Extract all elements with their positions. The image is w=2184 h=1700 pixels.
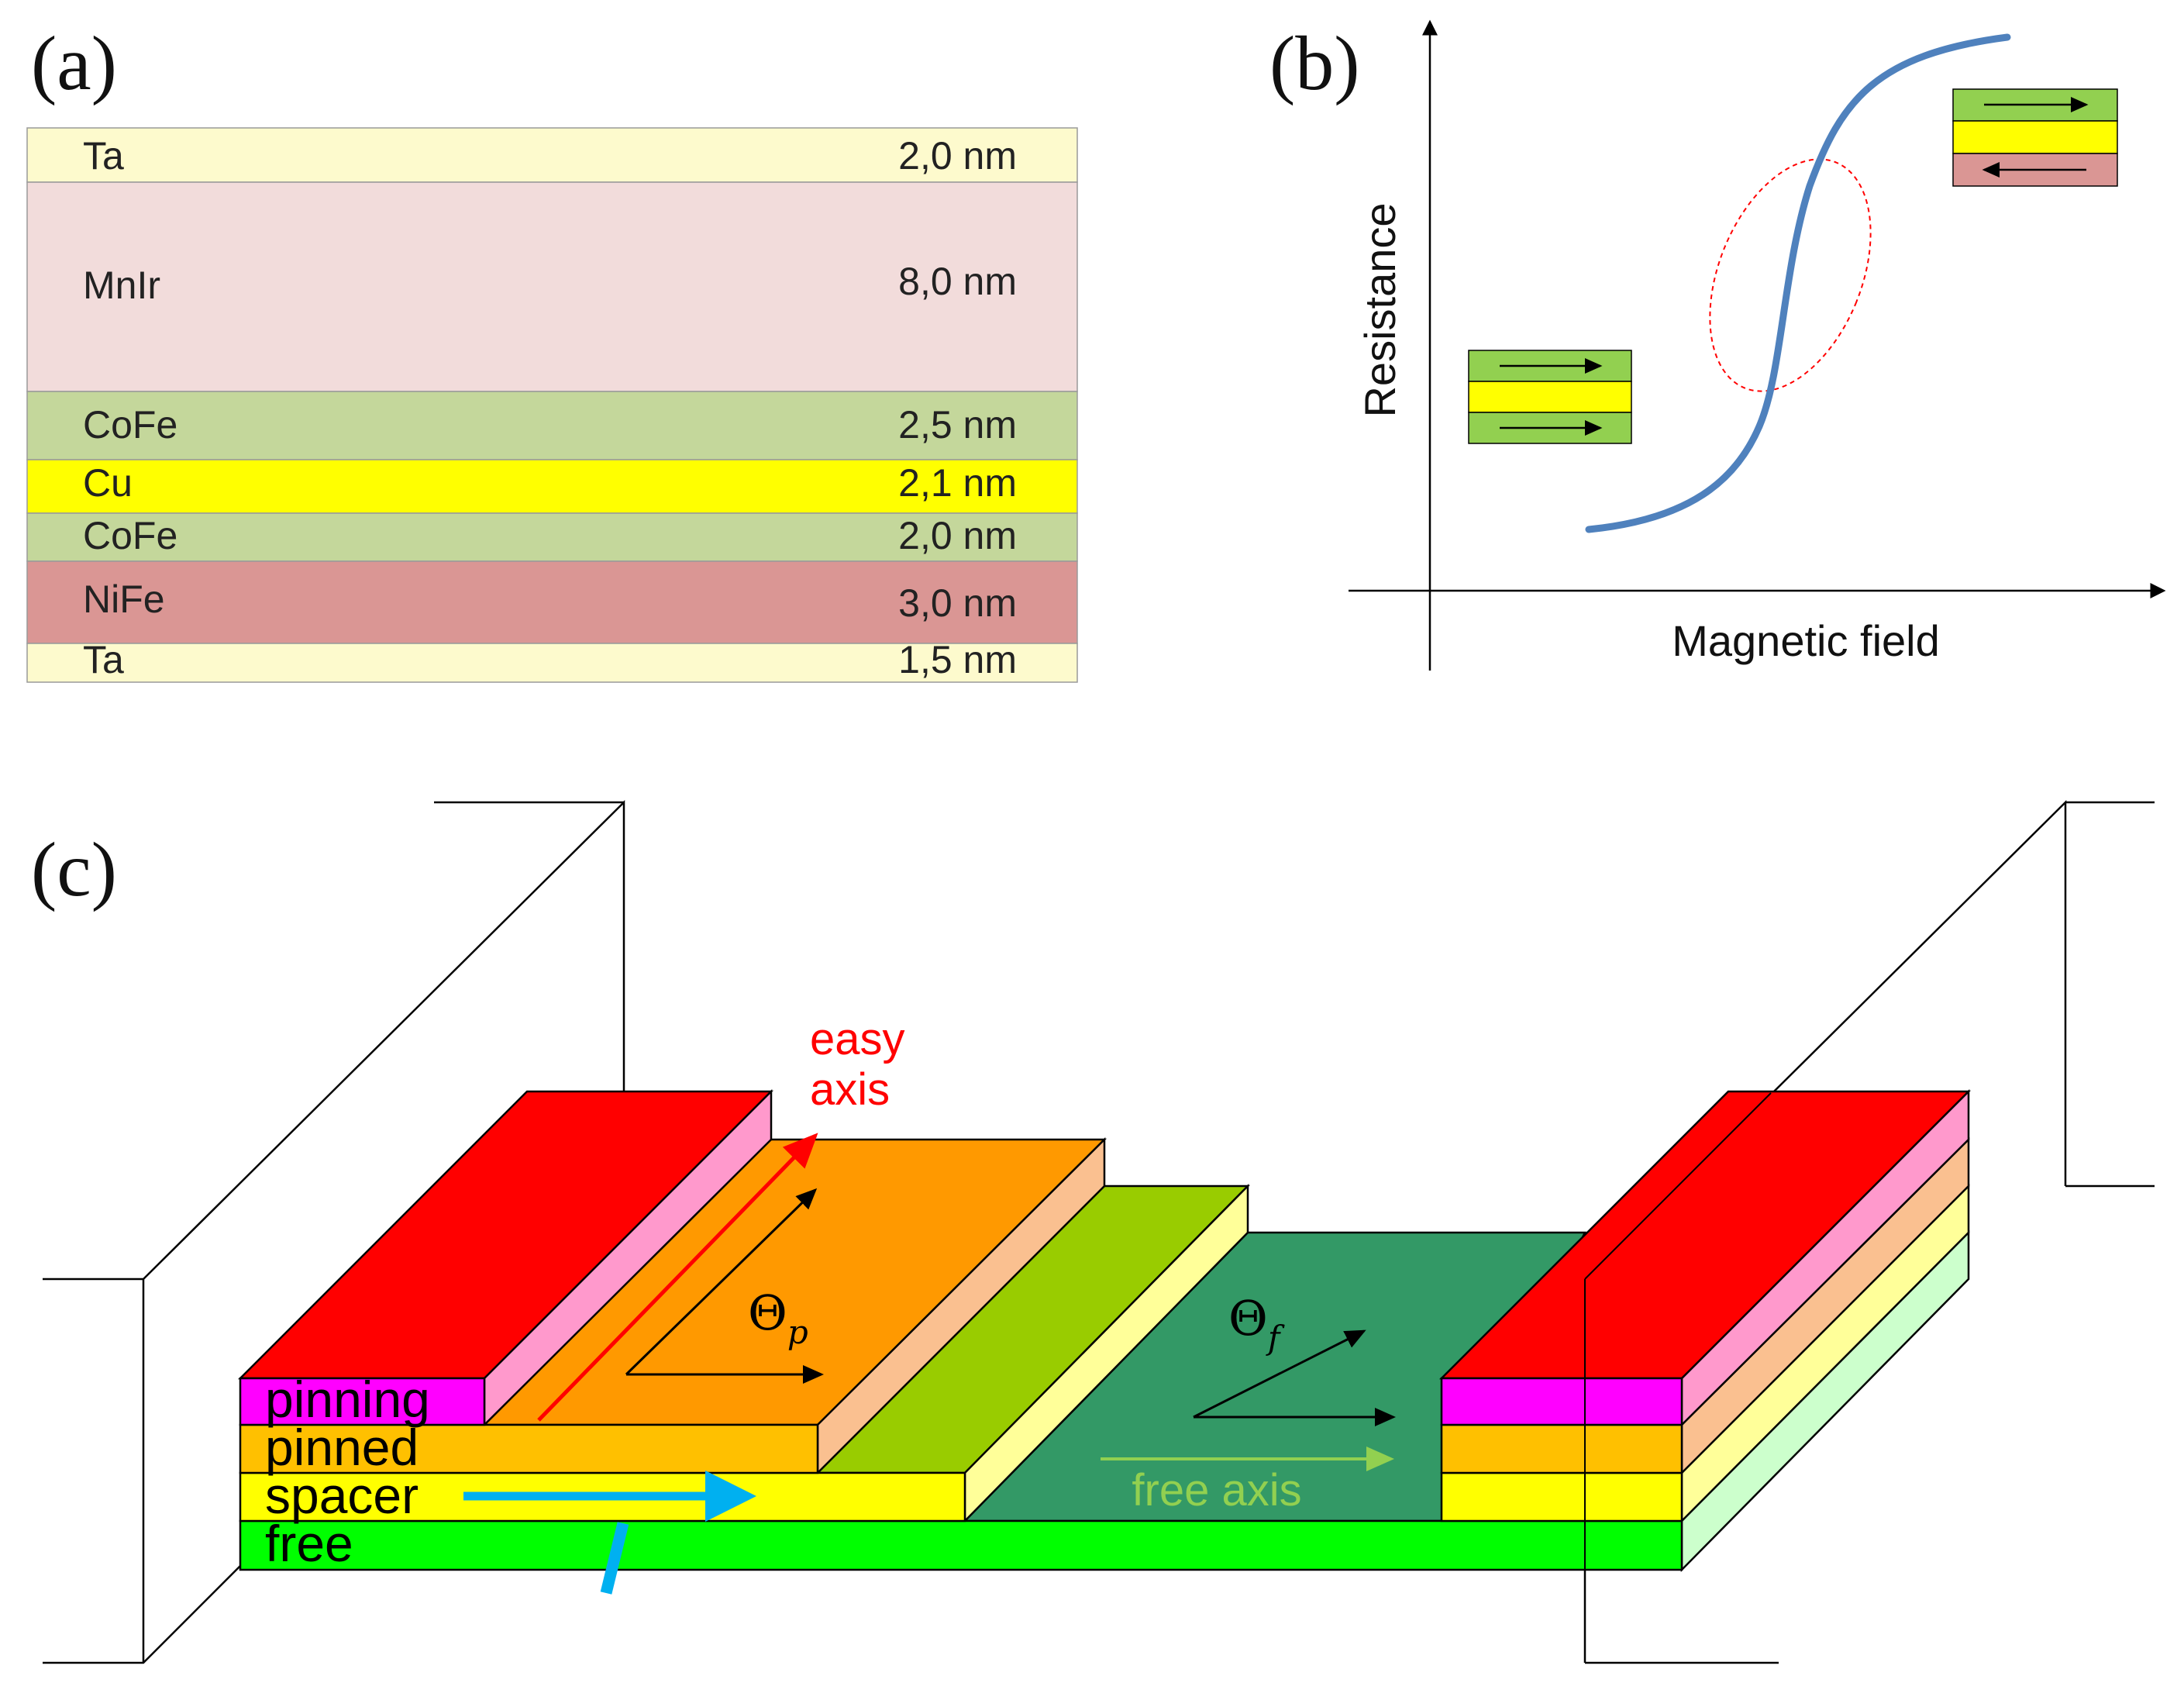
theta-p-label: Θp bbox=[748, 1284, 808, 1351]
y-axis-label: Resistance bbox=[1356, 202, 1404, 417]
panel-label-c: (c) bbox=[31, 826, 117, 912]
easy-axis-label-line2: axis bbox=[810, 1064, 890, 1115]
free-axis-label: free axis bbox=[1132, 1465, 1301, 1516]
stack-layer-material: CoFe bbox=[83, 514, 177, 557]
stack-layer-material: Ta bbox=[83, 638, 124, 681]
antiparallel-state-stack bbox=[1952, 88, 2118, 187]
stack-layer-thickness: 2,0 nm bbox=[898, 514, 1017, 557]
stack-layer-thickness: 2,1 nm bbox=[898, 461, 1017, 505]
stack-layer-row bbox=[26, 391, 1078, 460]
stack-layer-thickness: 8,0 nm bbox=[898, 260, 1017, 303]
x-axis-label: Magnetic field bbox=[1672, 616, 1940, 665]
free-layer-front bbox=[239, 1519, 1683, 1571]
layer-label-spacer: spacer bbox=[265, 1467, 419, 1524]
stack-layer-material: Cu bbox=[83, 461, 133, 505]
plot-axes bbox=[1349, 19, 2166, 671]
left-contact-wall bbox=[43, 799, 625, 1664]
pinning-layer-front bbox=[239, 1377, 486, 1426]
right-spacer-front bbox=[1440, 1471, 1683, 1522]
easy-axis-arrow bbox=[537, 1133, 818, 1422]
panel-label-a: (a) bbox=[31, 20, 117, 106]
stack-layer-thickness: 3,0 nm bbox=[898, 581, 1017, 625]
stack-layer-row bbox=[26, 459, 1078, 514]
stack-layer-thickness: 1,5 nm bbox=[898, 638, 1017, 681]
right-pinning-front bbox=[1440, 1377, 1683, 1426]
stack-layer-material: Ta bbox=[83, 134, 124, 178]
layer-label-pinned: pinned bbox=[265, 1419, 419, 1476]
stack-layer-row bbox=[26, 643, 1078, 683]
layer-stack-table: Ta 2,0 nm MnIr 8,0 nm CoFe 2,5 nm Cu 2,1 nm CoFe… bbox=[26, 127, 1078, 683]
gmr-curve bbox=[1585, 33, 2011, 533]
right-contact-wall bbox=[1583, 799, 2155, 1664]
layer-label-free: free bbox=[265, 1515, 353, 1572]
easy-axis-label-line1: easy bbox=[810, 1014, 905, 1064]
layer-label-pinning: pinning bbox=[265, 1371, 430, 1428]
pinned-layer-front bbox=[239, 1423, 819, 1474]
free-magnetization-arrow bbox=[1193, 1329, 1366, 1419]
stack-layer-row bbox=[26, 181, 1078, 392]
stack-layer-material: MnIr bbox=[83, 264, 160, 307]
panel-label-b: (b) bbox=[1269, 20, 1360, 106]
stack-layer-row bbox=[26, 560, 1078, 644]
hysteresis-loop bbox=[1709, 158, 1872, 392]
stack-layer-thickness: 2,0 nm bbox=[898, 134, 1017, 178]
stack-layer-row bbox=[26, 127, 1078, 183]
stack-layer-material: CoFe bbox=[83, 403, 177, 447]
right-pinned-front bbox=[1440, 1423, 1683, 1474]
sense-current-lead bbox=[600, 1522, 629, 1595]
parallel-state-stack bbox=[1468, 350, 1632, 444]
pinned-magnetization-arrow bbox=[625, 1188, 818, 1376]
stack-layer-thickness: 2,5 nm bbox=[898, 403, 1017, 447]
stack-layer-material: NiFe bbox=[83, 578, 165, 621]
stack-layer-row bbox=[26, 512, 1078, 562]
device-3d bbox=[43, 799, 2155, 1664]
